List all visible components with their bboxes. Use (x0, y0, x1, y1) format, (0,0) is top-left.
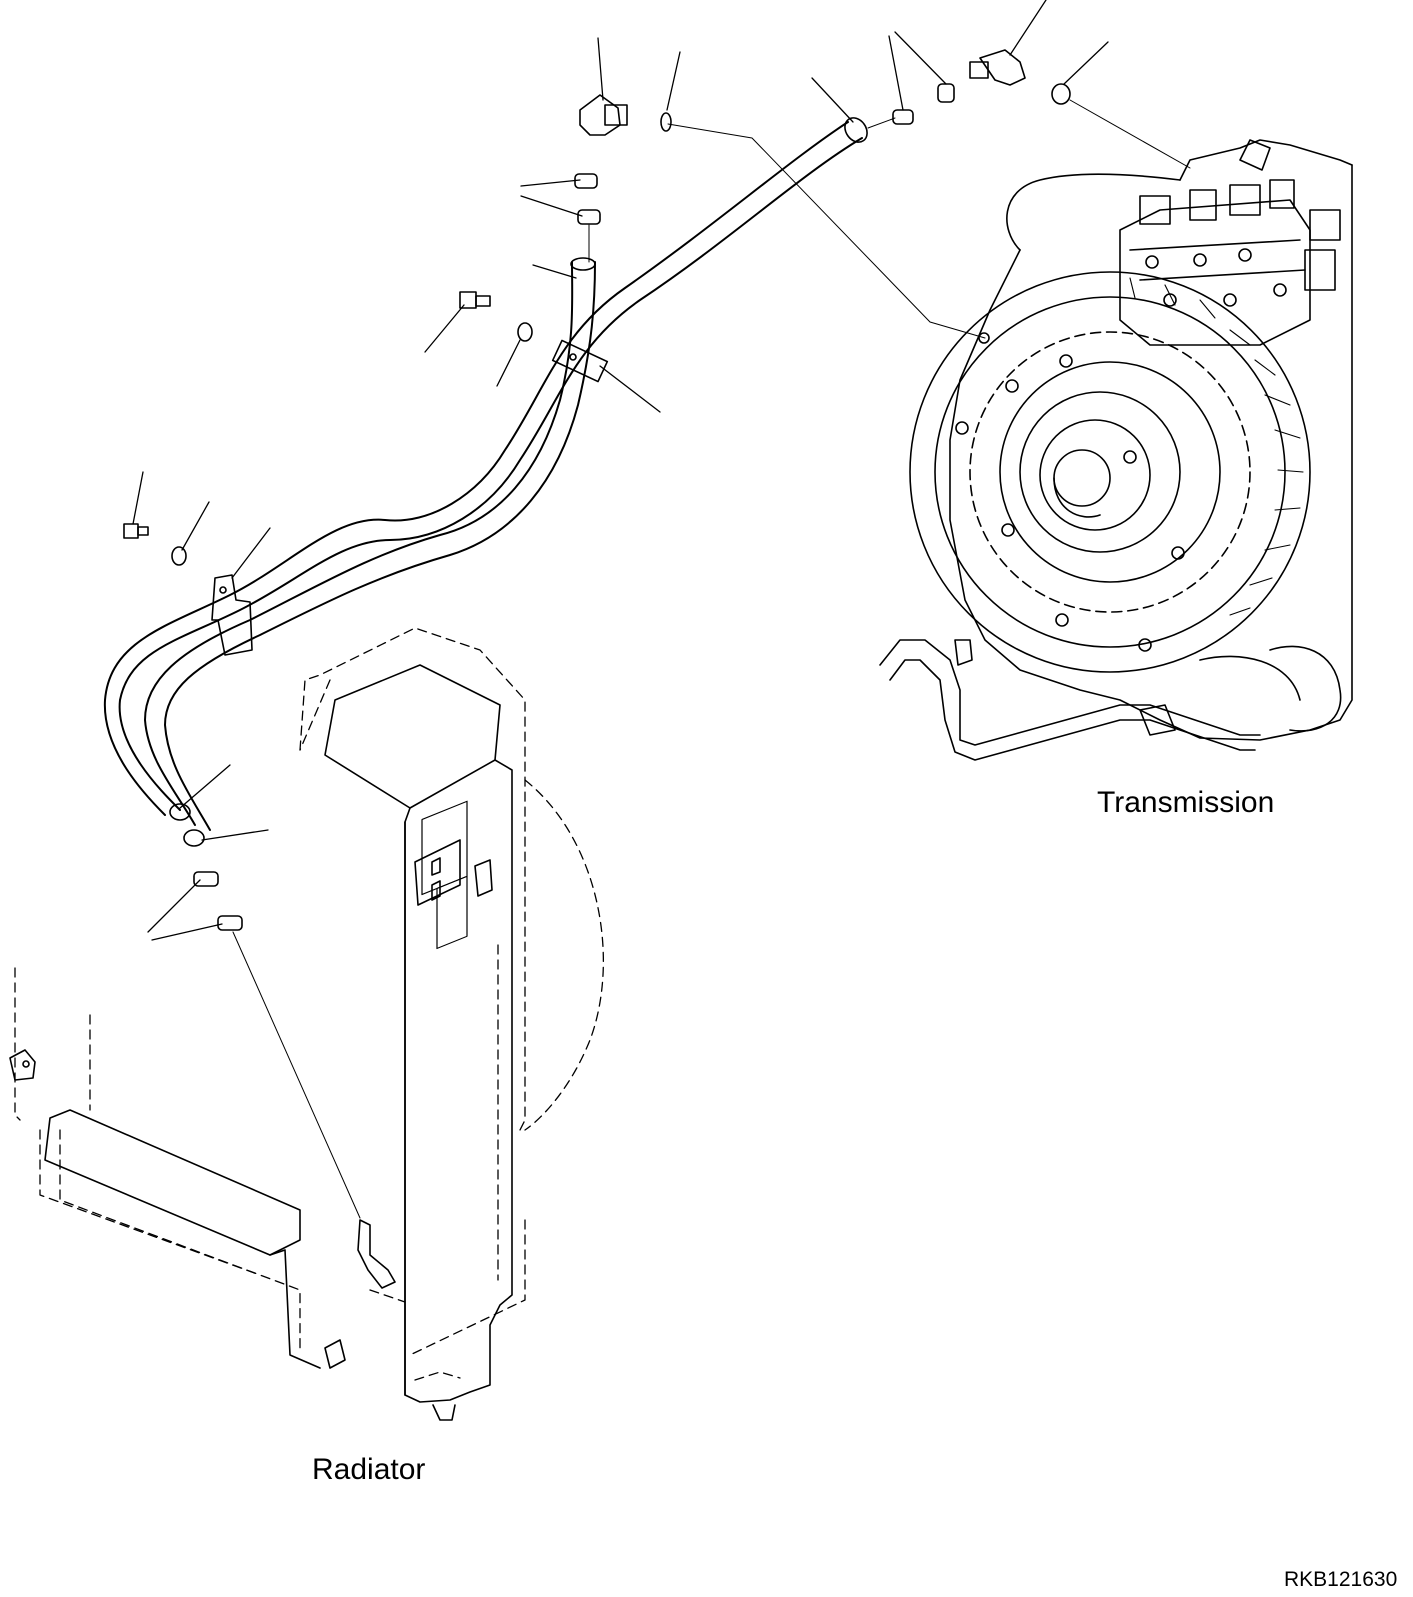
hose-assembly (103, 117, 868, 847)
hose-band-radiator (193, 871, 243, 931)
torque-converter (909, 271, 1311, 673)
control-valve-block (1119, 139, 1341, 346)
alignment-lines (232, 99, 1191, 1219)
washer-lower (171, 546, 187, 566)
washer-upper (517, 322, 533, 342)
hose-clamp-lower (211, 574, 253, 656)
radiator-label: Radiator (312, 1453, 426, 1486)
hose-band-left (574, 173, 601, 225)
bolt-upper (459, 291, 491, 309)
transmission-label: Transmission (1097, 786, 1275, 819)
supply-hose (144, 261, 574, 826)
elbow-fitting-left (579, 94, 628, 136)
callout-leaders (132, 0, 1109, 941)
return-hose (118, 137, 863, 811)
o-ring-right (1051, 83, 1071, 105)
hose-clamp-upper (551, 339, 609, 383)
transmission (879, 139, 1353, 761)
radiator (9, 627, 604, 1421)
o-ring-left (660, 112, 672, 132)
elbow-fitting-right (969, 49, 1026, 86)
transmission-lower-pipes (879, 639, 1342, 761)
figure-code: RKB121630 (1284, 1568, 1398, 1591)
bolt-lower (123, 523, 149, 539)
flange-bolts (955, 332, 1185, 652)
